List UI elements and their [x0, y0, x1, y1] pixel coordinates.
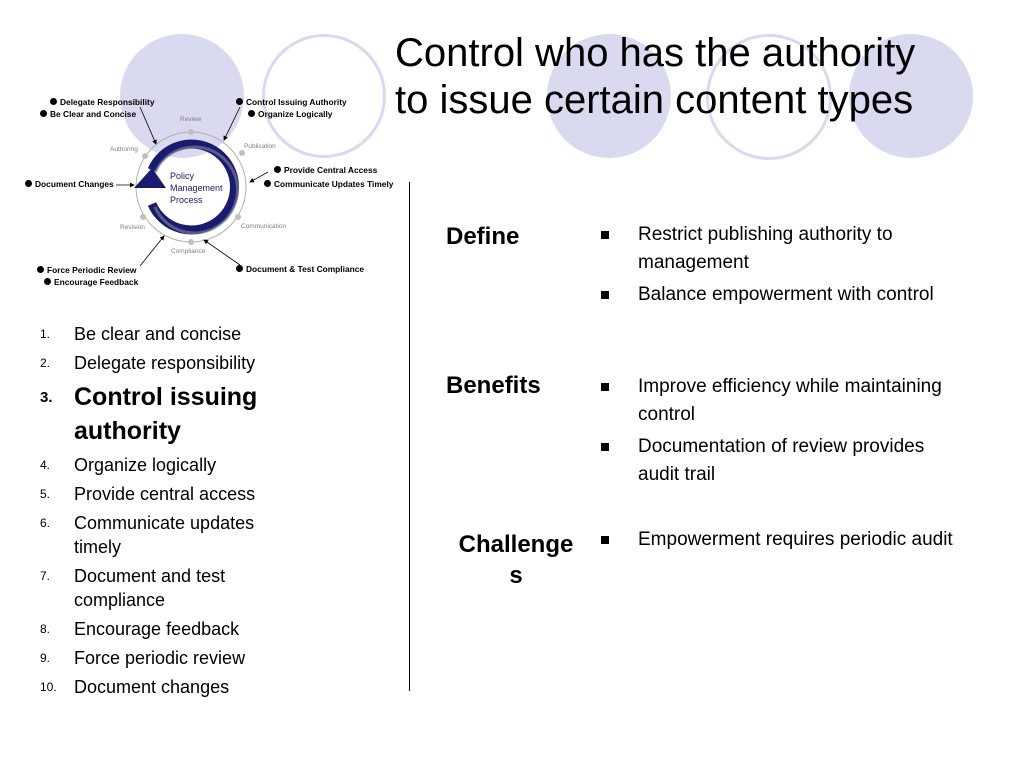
step-text: Organize logically: [74, 455, 217, 475]
step-text: Delegate responsibility: [74, 353, 256, 373]
callout-clear: Be Clear and Concise: [40, 109, 136, 119]
stage-dot-compliance: [188, 239, 194, 245]
bullet-icon: [264, 180, 271, 188]
step-number: 5.: [40, 487, 51, 501]
step-text: Encourage feedback: [74, 619, 240, 639]
process-cycle-graphic: [116, 106, 269, 267]
list-item: 5. Provide central access: [40, 482, 400, 506]
callout-organize: Organize Logically: [248, 109, 332, 119]
cycle-arrow-head: [134, 168, 166, 188]
title-line-1: Control who has the authority: [395, 31, 916, 75]
list-item: 4. Organize logically: [40, 453, 400, 477]
cycle-arc-shadow: [153, 145, 239, 235]
callout-periodic: Force Periodic Review: [37, 265, 136, 275]
list-item-highlighted: 3. Control issuing authority: [40, 380, 400, 448]
stage-dot-communication: [235, 214, 241, 220]
step-text: Provide central access: [74, 484, 256, 504]
stage-communication: Communication: [241, 223, 287, 230]
benefits-bullets: Improve efficiency while maintaining con…: [601, 373, 961, 493]
center-line-1: Policy: [170, 171, 195, 181]
callout-compliance: Document & Test Compliance: [236, 264, 364, 274]
list-item: 8. Encourage feedback: [40, 617, 400, 641]
step-number: 7.: [40, 569, 51, 583]
step-number: 1.: [40, 327, 51, 341]
slide-title: Control who has the authority to issue c…: [395, 30, 995, 124]
callout-central: Provide Central Access: [274, 165, 377, 175]
bullet-icon: [248, 110, 255, 118]
step-text: Communicate updates timely: [74, 513, 255, 557]
column-divider: [409, 182, 410, 691]
step-number: 9.: [40, 651, 51, 665]
benefits-heading: Benefits: [446, 372, 541, 399]
stage-dot-publication: [239, 150, 245, 156]
stage-dot-revision: [140, 214, 146, 220]
center-line-2: Management: [170, 183, 223, 193]
stage-dot-review: [188, 129, 194, 135]
cycle-arc: [147, 139, 239, 235]
define-heading: Define: [446, 223, 520, 250]
step-text: Document changes: [74, 677, 230, 697]
step-text: Be clear and concise: [74, 324, 242, 344]
callout-arrow-control: [223, 106, 241, 141]
decor-circle-2: [262, 34, 386, 158]
stage-dot-authoring: [142, 153, 148, 159]
callout-feedback: Encourage Feedback: [44, 277, 138, 287]
step-number: 10.: [40, 680, 57, 694]
callout-arrow-central: [249, 171, 269, 183]
list-item: 2. Delegate responsibility: [40, 351, 400, 375]
process-diagram: Review Publication Communication Complia…: [0, 90, 410, 300]
bullet-item: Empowerment requires periodic audit: [601, 526, 961, 554]
callout-arrow-delegate: [139, 106, 157, 145]
step-text: Control issuing authority: [74, 383, 258, 445]
bullet-icon: [44, 278, 51, 286]
step-text: Document and test compliance: [74, 566, 226, 610]
step-number: 3.: [40, 389, 53, 406]
list-item: 10. Document changes: [40, 675, 400, 699]
bullet-icon: [274, 166, 281, 174]
list-item: 7. Document and test compliance: [40, 564, 400, 612]
bullet-item: Restrict publishing authority to managem…: [601, 221, 961, 277]
callout-delegate: Delegate Responsibility: [50, 97, 154, 107]
step-number: 4.: [40, 458, 51, 472]
bullet-icon: [236, 265, 243, 273]
step-text: Force periodic review: [74, 648, 246, 668]
step-number: 8.: [40, 622, 51, 636]
bullet-icon: [50, 98, 57, 106]
challenges-bullets: Empowerment requires periodic audit: [601, 526, 961, 558]
callout-arrow-periodic: [139, 235, 165, 267]
bullet-icon: [40, 110, 47, 118]
challenges-heading-line-1: Challenge: [458, 531, 574, 558]
bullet-item: Improve efficiency while maintaining con…: [601, 373, 961, 429]
bullet-icon: [37, 266, 44, 274]
decor-circle-4: [706, 34, 832, 160]
step-number: 2.: [40, 356, 51, 370]
stage-revision: Revision: [120, 224, 145, 231]
callout-communicate: Communicate Updates Timely: [264, 179, 393, 189]
bullet-item: Documentation of review provides audit t…: [601, 433, 961, 489]
bullet-item: Balance empowerment with control: [601, 281, 961, 309]
center-line-3: Process: [170, 195, 203, 205]
challenges-heading: Challenge s: [446, 529, 586, 591]
stage-publication: Publication: [244, 143, 276, 150]
callout-arrow-compliance: [203, 239, 241, 266]
steps-list: 1. Be clear and concise 2. Delegate respon…: [40, 322, 400, 704]
list-item: 9. Force periodic review: [40, 646, 400, 670]
callout-control: Control Issuing Authority: [236, 97, 347, 107]
challenges-heading-line-2: s: [509, 562, 523, 589]
stage-compliance: Compliance: [171, 248, 206, 255]
bullet-icon: [236, 98, 243, 106]
process-center-label: Policy Management Process: [170, 170, 223, 206]
list-item: 6. Communicate updates timely: [40, 511, 400, 559]
stage-review: Review: [180, 116, 202, 123]
step-number: 6.: [40, 516, 51, 530]
decor-circle-1: [120, 34, 244, 158]
stage-authoring: Authoring: [110, 146, 138, 153]
callout-changes: Document Changes: [25, 179, 114, 189]
decor-circle-3: [547, 34, 671, 158]
title-line-2: to issue certain content types: [395, 78, 914, 122]
bullet-icon: [25, 180, 32, 188]
list-item: 1. Be clear and concise: [40, 322, 400, 346]
decor-circle-5: [849, 34, 973, 158]
define-bullets: Restrict publishing authority to managem…: [601, 221, 961, 313]
